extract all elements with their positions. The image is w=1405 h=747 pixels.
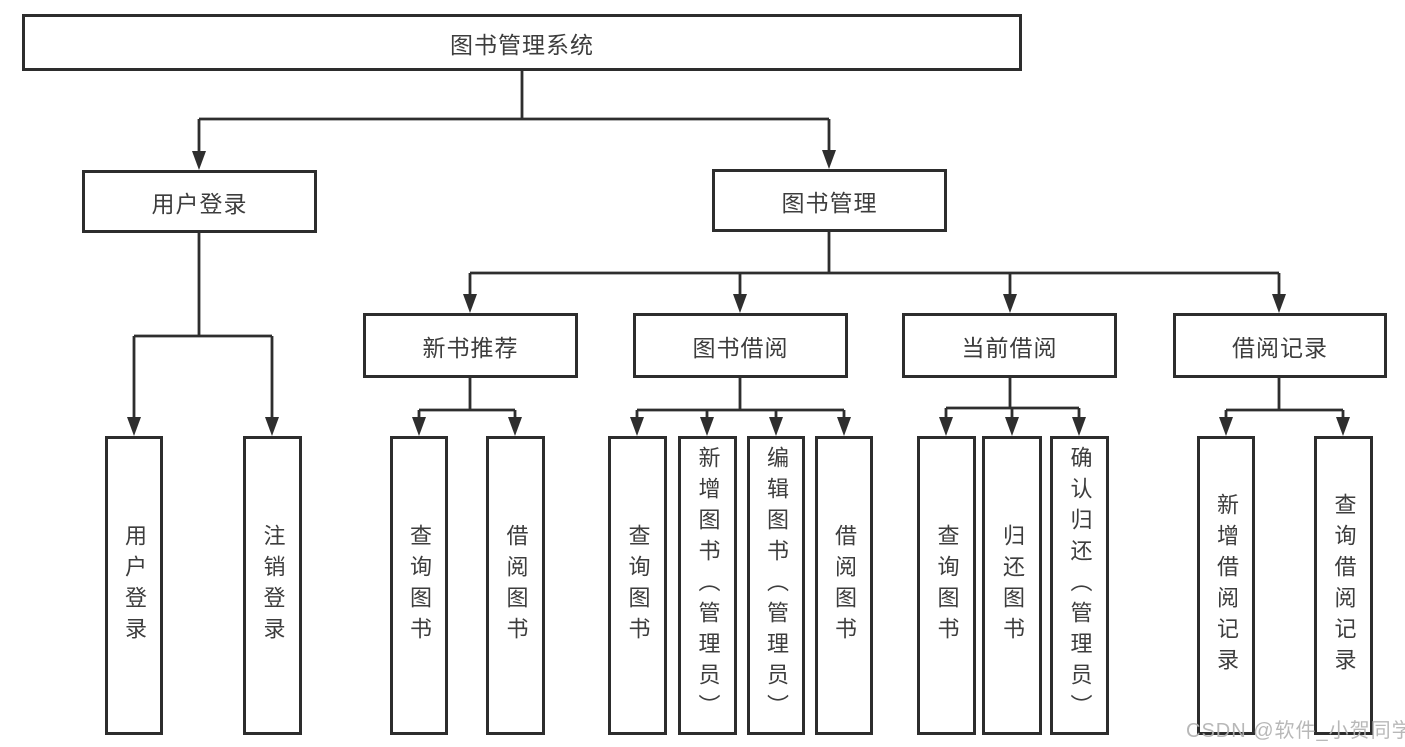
- node-label: 图书借阅: [692, 334, 789, 361]
- node-new-book-recommend: 新书推荐: [363, 313, 578, 378]
- node-label: 借阅图书: [503, 523, 529, 648]
- node-library-management-system: 图书管理系统: [22, 14, 1022, 71]
- leaf-query-books-current: 查询图书: [917, 436, 976, 735]
- leaf-return-books: 归还图书: [982, 436, 1042, 735]
- node-label: 图书管理系统: [450, 31, 594, 58]
- leaf-add-borrow-record: 新增借阅记录: [1197, 436, 1255, 735]
- node-label: 新增图书（管理员）: [695, 446, 721, 725]
- node-label: 用户登录: [122, 523, 147, 648]
- node-label: 归还图书: [1000, 523, 1025, 648]
- node-book-management: 图书管理: [712, 169, 947, 232]
- node-label: 借阅图书: [832, 523, 857, 648]
- node-label: 查询图书: [625, 523, 651, 648]
- node-book-borrow: 图书借阅: [633, 313, 848, 378]
- leaf-borrow-books: 借阅图书: [815, 436, 873, 735]
- node-label: 用户登录: [151, 190, 248, 217]
- leaf-add-books-admin: 新增图书（管理员）: [678, 436, 737, 735]
- leaf-edit-books-admin: 编辑图书（管理员）: [747, 436, 805, 735]
- node-label: 新增借阅记录: [1214, 492, 1239, 679]
- leaf-borrow-books-recommend: 借阅图书: [486, 436, 545, 735]
- leaf-query-books-borrow: 查询图书: [608, 436, 667, 735]
- node-current-borrow: 当前借阅: [902, 313, 1117, 378]
- node-label: 查询图书: [934, 523, 960, 648]
- node-label: 编辑图书（管理员）: [764, 446, 789, 725]
- node-label: 借阅记录: [1232, 334, 1328, 361]
- leaf-logout: 注销登录: [243, 436, 302, 735]
- node-borrow-records: 借阅记录: [1173, 313, 1387, 378]
- node-label: 注销登录: [260, 523, 286, 648]
- leaf-user-login: 用户登录: [105, 436, 163, 735]
- leaf-query-borrow-record: 查询借阅记录: [1314, 436, 1373, 735]
- node-label: 新书推荐: [422, 334, 519, 361]
- node-label: 查询借阅记录: [1331, 492, 1357, 679]
- leaf-confirm-return-admin: 确认归还（管理员）: [1050, 436, 1109, 735]
- leaf-query-books-recommend: 查询图书: [390, 436, 448, 735]
- node-user-login: 用户登录: [82, 170, 317, 233]
- node-label: 查询图书: [407, 523, 432, 648]
- node-label: 确认归还（管理员）: [1067, 446, 1093, 725]
- node-label: 图书管理: [781, 189, 878, 216]
- csdn-watermark: CSDN @软件_小贺同学: [1186, 720, 1405, 742]
- node-label: 当前借阅: [961, 334, 1058, 361]
